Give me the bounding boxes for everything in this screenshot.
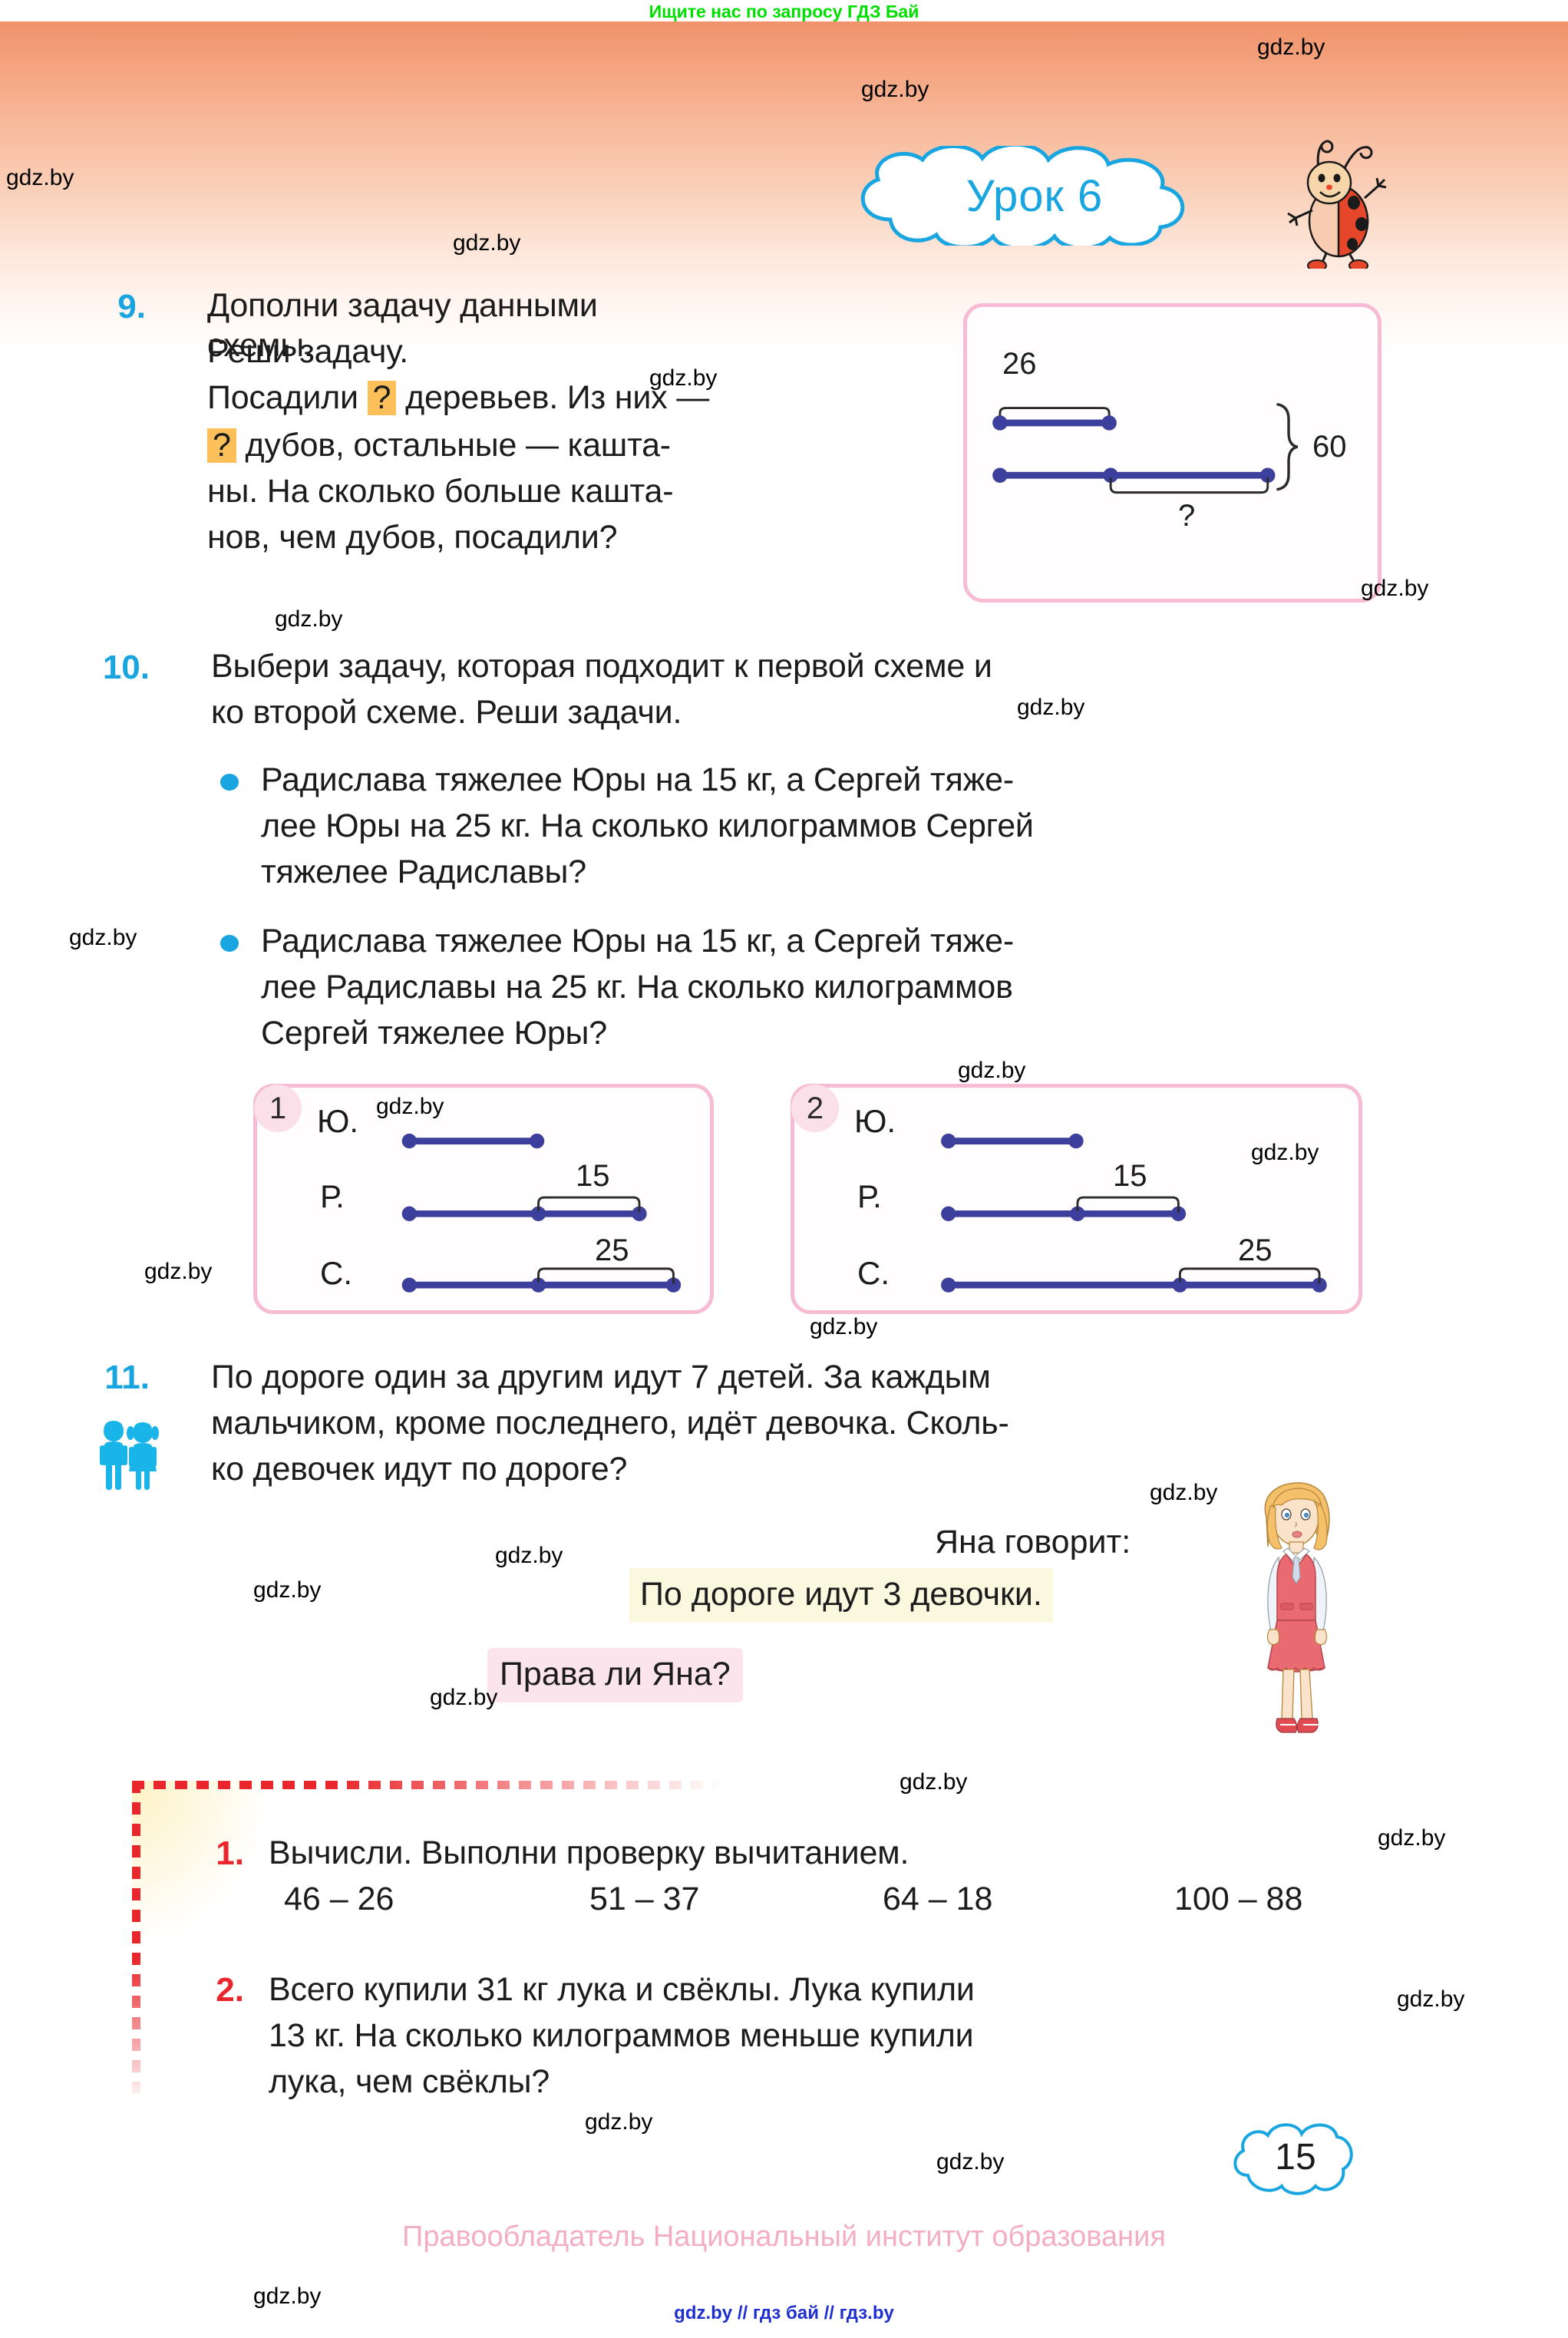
homework-frame-top-border — [132, 1781, 723, 1789]
page-cloud-shape-icon — [1233, 2123, 1353, 2195]
yana-statement-box: По дороге идут 3 девочки. — [629, 1568, 1053, 1623]
task-10-scheme-2-label-r: Р. — [857, 1178, 882, 1214]
task-10-bullet-2-marker — [220, 935, 239, 952]
task-10-scheme-2-label-s: С. — [857, 1255, 890, 1291]
homework-2-line1: Всего купили 31 кг лука и свёклы. Лука к… — [269, 1971, 975, 2008]
task-9-line3-a: Посадили — [207, 379, 358, 416]
task-9-scheme-panel: 26 ? 60 — [963, 303, 1381, 603]
task-9-unknown-2: ? — [207, 428, 236, 464]
task-10-bullet-2-line3: Сергей тяжелее Юры? — [261, 1015, 607, 1052]
task-9-line6: нов, чем дубов, посадили? — [207, 519, 618, 556]
task-9-value-60: 60 — [1312, 430, 1347, 464]
task-10-scheme-1-value-25: 25 — [595, 1233, 629, 1267]
kids-icon — [94, 1416, 164, 1491]
task-9-line2: Реши задачу. — [207, 333, 409, 370]
task-10-bullet-1-line3: тяжелее Радиславы? — [261, 854, 586, 890]
lesson-title-cloud: Урок 6 — [843, 142, 1226, 251]
task-9-scheme-svg — [992, 402, 1299, 494]
task-9-line4-text: дубов, остальные — кашта- — [245, 427, 671, 464]
ladybug-icon — [1274, 130, 1397, 272]
task-10-scheme-1-badge: 1 — [254, 1085, 302, 1132]
task-9-value-unknown: ? — [1178, 499, 1196, 533]
homework-2-number: 2. — [216, 1971, 244, 2009]
task-10-scheme-1-panel: 1 Ю. Р. С. 15 25 — [253, 1084, 714, 1314]
task-10-scheme-2-badge: 2 — [791, 1085, 839, 1132]
task-10-number: 10. — [102, 649, 150, 686]
yana-says-label: Яна говорит: — [935, 1524, 1131, 1560]
task-10-line1: Выбери задачу, которая подходит к первой… — [211, 648, 992, 685]
task-10-scheme-1-value-15: 15 — [576, 1159, 610, 1193]
girl-illustration — [1230, 1478, 1364, 1746]
page-number-text: 15 — [1275, 2136, 1316, 2178]
task-11-line1: По дороге один за другим идут 7 детей. З… — [211, 1359, 991, 1395]
task-9-line5: ны. На сколько больше кашта- — [207, 473, 674, 510]
task-10-scheme-1-label-s: С. — [320, 1255, 352, 1291]
lesson-title-text: Урок 6 — [966, 170, 1104, 221]
task-10-scheme-1-label-r: Р. — [320, 1178, 345, 1214]
task-10-bullet-1-marker — [220, 774, 239, 791]
task-10-line2: ко второй схеме. Реши задачи. — [211, 694, 682, 731]
task-9-number: 9. — [117, 288, 146, 325]
copyright-notice: Правообладатель Национальный институт об… — [402, 2221, 1166, 2253]
task-10-scheme-2-value-25: 25 — [1238, 1233, 1273, 1267]
page-number-cloud: 15 — [1226, 2115, 1365, 2198]
task-10-bullet-1-line2: лее Юры на 25 кг. На сколько килограммов… — [261, 807, 1034, 844]
task-11-number: 11. — [104, 1359, 150, 1396]
homework-2-line2: 13 кг. На сколько килограммов меньше куп… — [269, 2017, 974, 2054]
task-10-scheme-1-label-yu: Ю. — [317, 1103, 359, 1139]
task-10-bullet-2-line2: лее Радиславы на 25 кг. На сколько килог… — [261, 969, 1013, 1006]
task-10-scheme-1-svg — [401, 1133, 682, 1293]
task-9-unknown-1: ? — [367, 380, 397, 416]
homework-2-line3: лука, чем свёклы? — [269, 2063, 550, 2100]
task-10-scheme-2-panel: 2 Ю. Р. С. 15 25 — [791, 1084, 1362, 1314]
homework-1-expression-1: 46 – 26 — [284, 1881, 394, 1917]
homework-1-expression-2: 51 – 37 — [589, 1881, 700, 1917]
footer-links: gdz.by // гдз бай // гдз.by — [674, 2303, 894, 2323]
homework-1-number: 1. — [216, 1834, 244, 1872]
homework-1-expression-4: 100 – 88 — [1174, 1881, 1303, 1917]
task-11-line3: ко девочек идут по дороге? — [211, 1451, 628, 1488]
homework-1-text: Вычисли. Выполни проверку вычитанием. — [269, 1834, 909, 1871]
task-9-line4: ? дубов, остальные — кашта- — [207, 425, 898, 465]
task-11-line2: мальчиком, кроме последнего, идёт девочк… — [211, 1405, 1009, 1441]
task-9-line1: Дополни задачу данными схемы. — [207, 287, 598, 365]
homework-frame-left-border — [132, 1781, 140, 2103]
task-10-scheme-2-svg — [941, 1133, 1327, 1293]
task-9-value-26: 26 — [1002, 347, 1037, 381]
task-9-line3: Посадили ? деревьев. Из них — — [207, 378, 898, 418]
task-10-bullet-2-line1: Радислава тяжелее Юры на 15 кг, а Сергей… — [261, 923, 1014, 959]
homework-1-expression-3: 64 – 18 — [883, 1881, 993, 1917]
task-10-scheme-2-value-15: 15 — [1113, 1159, 1147, 1193]
promo-banner: Ищите нас по запросу ГДЗ Бай — [649, 2, 919, 21]
task-10-bullet-1-line1: Радислава тяжелее Юры на 15 кг, а Сергей… — [261, 761, 1014, 798]
cloud-shape-icon — [860, 142, 1185, 251]
task-10-scheme-2-label-yu: Ю. — [854, 1103, 896, 1139]
yana-question-box: Права ли Яна? — [487, 1648, 743, 1702]
task-9-line3-b: деревьев. Из них — — [405, 379, 709, 416]
